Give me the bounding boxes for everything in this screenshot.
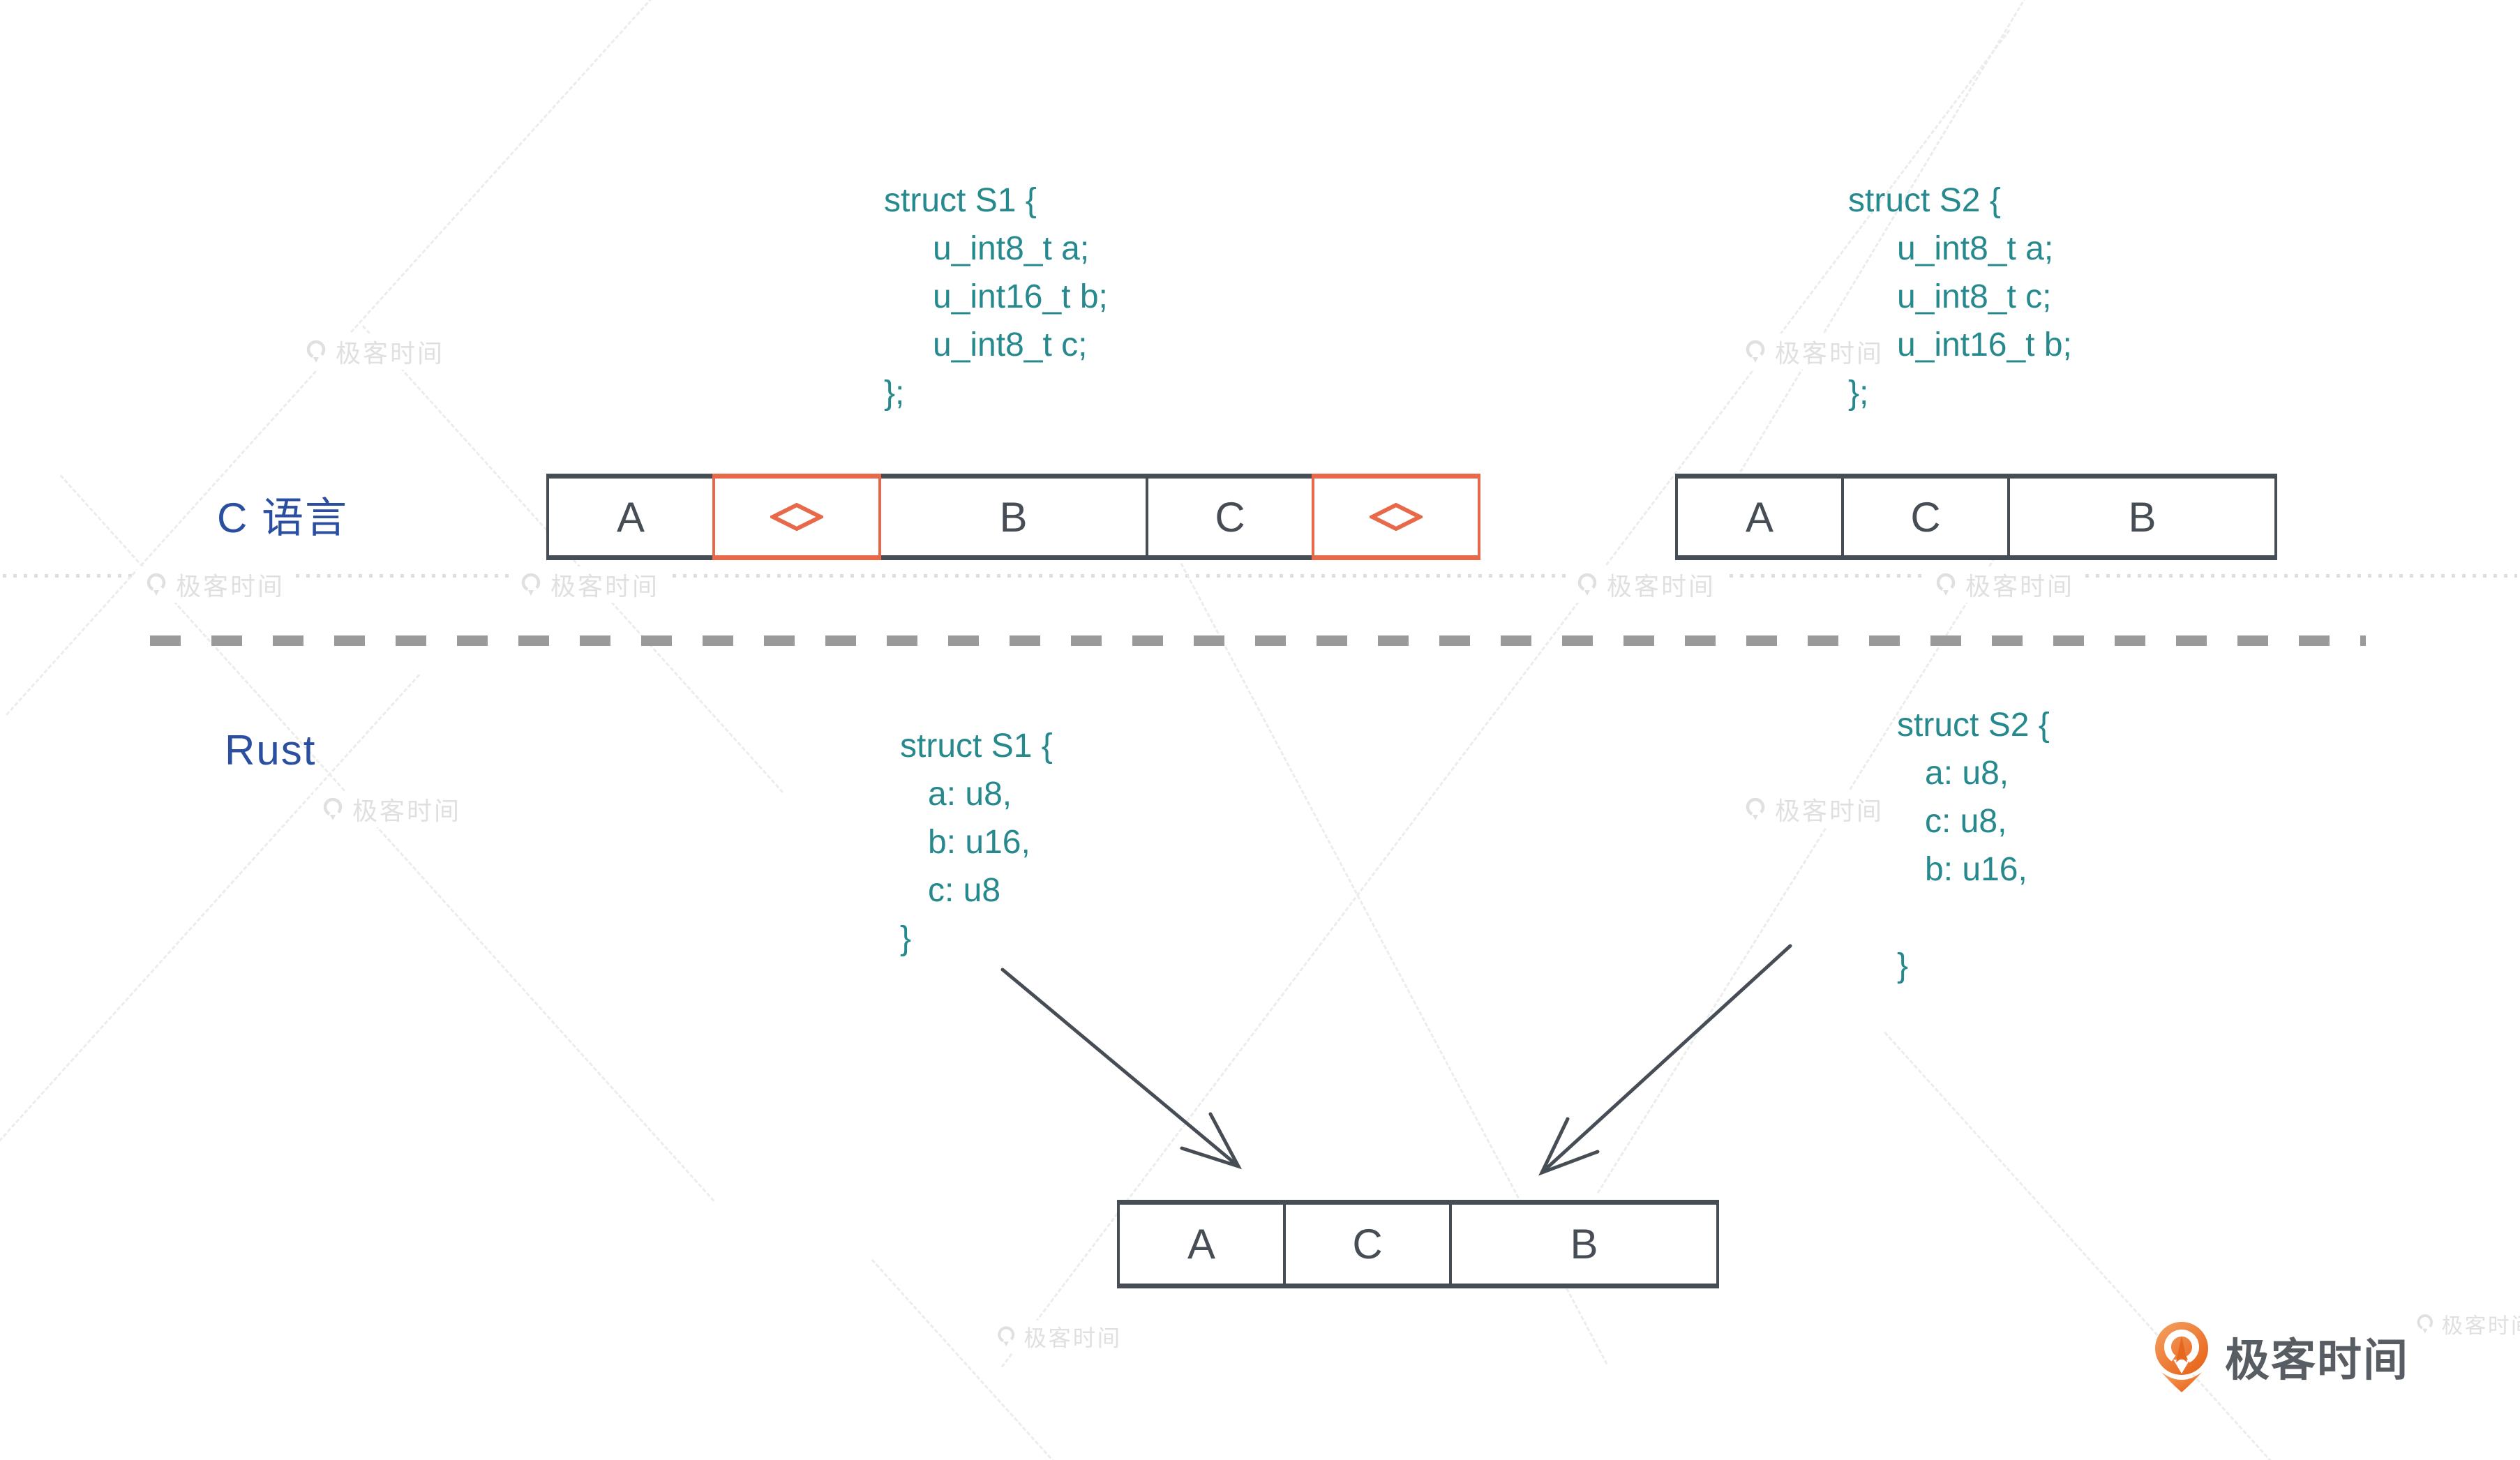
geektime-watermark: 极客时间: [2408, 1308, 2520, 1340]
code-line: struct S2 {: [1897, 707, 2050, 744]
geektime-watermark: 极客时间: [297, 333, 452, 370]
code-line: u_int8_t a;: [933, 230, 1090, 267]
code-line: u_int8_t c;: [933, 326, 1088, 363]
memory-cell-C: C: [1283, 1200, 1452, 1288]
geektime-watermark: 极客时间: [1926, 566, 2082, 603]
code-line: }: [900, 920, 912, 957]
geektime-watermark: 极客时间: [1736, 333, 1891, 370]
geektime-logo: 极客时间: [2154, 1320, 2409, 1394]
watermark-logo-icon: [1746, 340, 1765, 363]
watermark-logo-icon: [1746, 797, 1765, 820]
watermark-text: 极客时间: [550, 572, 660, 601]
c-struct-s1-code: struct S1 { u_int8_t a; u_int16_t b; u_int8…: [884, 176, 1108, 417]
geektime-logo-text: 极客时间: [2225, 1335, 2409, 1385]
watermark-text: 极客时间: [1775, 797, 1884, 825]
code-line: c: u8: [928, 872, 1001, 909]
geektime-watermark: 极客时间: [137, 566, 292, 603]
watermark-text: 极客时间: [1775, 339, 1884, 368]
faint-dotted-line: [3, 574, 2517, 578]
watermark-text: 极客时间: [1965, 572, 2075, 601]
memory-cell-A: A: [546, 474, 715, 560]
watermark-logo-icon: [998, 1326, 1015, 1347]
memory-cell-padding: [1312, 474, 1480, 560]
arrow-s1-to-layout: [1000, 968, 1243, 1170]
memory-cell-label: B: [2128, 493, 2157, 541]
memory-cell-label: A: [1187, 1221, 1216, 1267]
memory-cell-A: A: [1117, 1200, 1286, 1288]
code-line: struct S1 {: [884, 182, 1037, 219]
watermark-text: 极客时间: [1023, 1325, 1122, 1351]
memory-cell-label: B: [999, 493, 1028, 541]
rust-struct-s1-code: struct S1 { a: u8, b: u16, c: u8}: [900, 722, 1053, 963]
dashed-section-divider: [150, 635, 2366, 646]
watermark-text: 极客时间: [176, 572, 285, 601]
code-line: u_int8_t c;: [1897, 278, 2052, 315]
c-s1-memory-layout: A B C: [546, 474, 1480, 560]
code-line: c: u8,: [1925, 803, 2007, 840]
watermark-logo-icon: [147, 573, 166, 596]
watermark-text: 极客时间: [1607, 572, 1716, 601]
memory-cell-B: B: [1449, 1200, 1719, 1288]
geektime-watermark: 极客时间: [1568, 566, 1723, 603]
memory-cell-C: C: [1841, 474, 2010, 560]
diagonal-watermark-line: [871, 1258, 1107, 1460]
code-line: struct S2 {: [1848, 182, 2001, 219]
watermark-text: 极客时间: [2441, 1313, 2520, 1338]
memory-cell-padding: [712, 474, 881, 560]
code-line: u_int16_t b;: [1897, 326, 2072, 363]
geektime-watermark: 极客时间: [1736, 791, 1891, 827]
padding-diamond-icon: [770, 503, 823, 531]
c-struct-s2-code: struct S2 { u_int8_t a; u_int8_t c; u_int16…: [1848, 176, 2072, 417]
arrow-s2-to-layout: [1538, 944, 1792, 1176]
watermark-text: 极客时间: [336, 339, 445, 368]
memory-cell-A: A: [1675, 474, 1844, 560]
memory-cell-C: C: [1146, 474, 1314, 560]
code-line: struct S1 {: [900, 728, 1053, 765]
memory-cell-label: B: [1570, 1221, 1598, 1267]
memory-cell-label: C: [1910, 493, 1941, 541]
geektime-watermark: 极客时间: [313, 791, 469, 827]
watermark-logo-icon: [306, 340, 326, 363]
watermark-logo-icon: [521, 573, 541, 596]
memory-cell-label: A: [616, 493, 645, 541]
code-line: a: u8,: [928, 776, 1012, 813]
code-line: }: [1897, 947, 1909, 984]
geektime-logo-icon: [2155, 1322, 2208, 1392]
c-language-label: C 语言: [217, 495, 348, 541]
memory-cell-label: A: [1745, 493, 1774, 541]
rust-struct-s2-code: struct S2 { a: u8, c: u8, b: u16, }: [1897, 701, 2050, 990]
code-line: b: u16,: [1925, 851, 2027, 888]
watermark-logo-icon: [2417, 1314, 2433, 1334]
watermark-logo-icon: [323, 797, 343, 820]
code-line: u_int16_t b;: [933, 278, 1108, 315]
code-line: };: [1848, 375, 1869, 412]
code-line: a: u8,: [1925, 755, 2009, 792]
watermark-logo-icon: [1936, 573, 1956, 596]
memory-cell-label: C: [1215, 493, 1245, 541]
geektime-watermark: 极客时间: [989, 1320, 1128, 1353]
diagonal-watermark-line: [1884, 1031, 2353, 1460]
code-line: b: u16,: [928, 824, 1030, 861]
code-line: u_int8_t a;: [1897, 230, 2054, 267]
watermark-text: 极客时间: [352, 797, 462, 825]
code-line: };: [884, 375, 905, 412]
geektime-watermark: 极客时间: [511, 566, 667, 603]
code-line: [1897, 894, 2050, 942]
rust-label: Rust: [225, 727, 317, 774]
padding-diamond-icon: [1370, 503, 1423, 531]
memory-cell-B: B: [2007, 474, 2277, 560]
watermark-logo-icon: [1577, 573, 1597, 596]
memory-cell-B: B: [878, 474, 1148, 560]
memory-cell-label: C: [1352, 1221, 1383, 1267]
diagonal-watermark-line: [0, 674, 421, 1142]
